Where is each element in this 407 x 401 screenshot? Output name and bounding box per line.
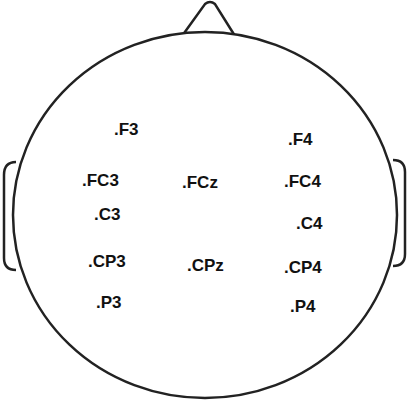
electrode-label: .F3 — [114, 120, 139, 140]
electrode-label: .P3 — [96, 293, 122, 313]
electrode-label: .FC3 — [82, 171, 119, 191]
electrode-label: .F4 — [288, 130, 313, 150]
electrode-label: .C4 — [296, 214, 322, 234]
electrode-label: .CP3 — [88, 252, 126, 272]
electrode-label: .C3 — [94, 205, 120, 225]
electrode-label: .FCz — [182, 173, 218, 193]
electrode-label: .FC4 — [284, 172, 321, 192]
head-circle — [13, 32, 397, 398]
electrode-label: .CP4 — [284, 258, 322, 278]
electrode-label: .P4 — [290, 297, 316, 317]
electrode-label: .CPz — [187, 256, 224, 276]
